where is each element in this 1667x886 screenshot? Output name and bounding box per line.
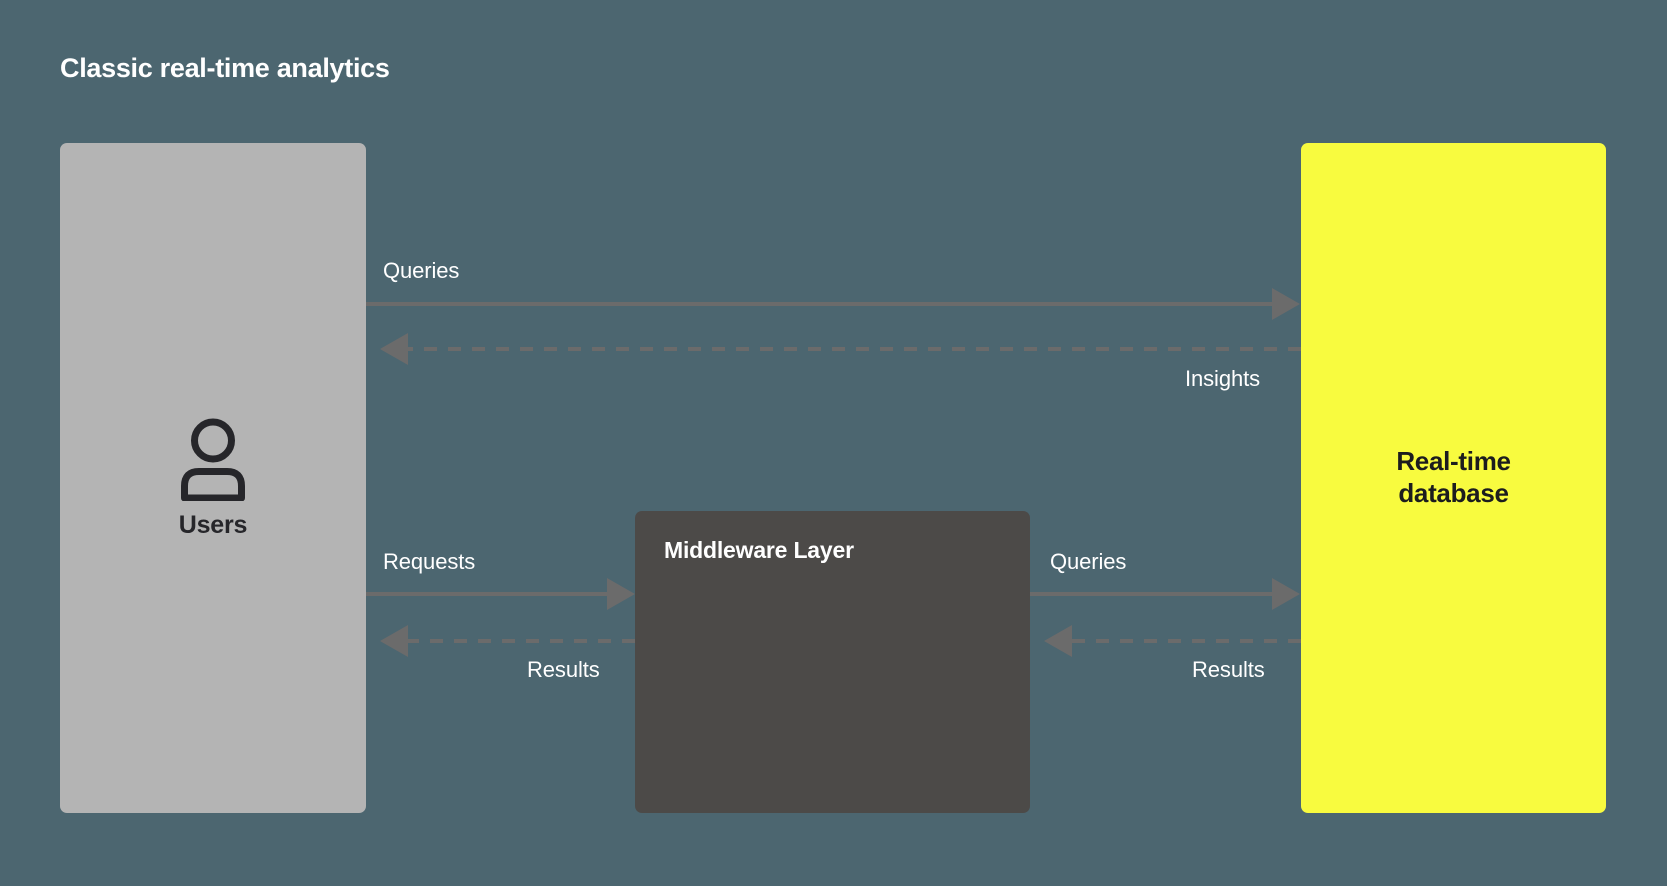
node-database-label-line2: database xyxy=(1398,478,1509,508)
node-users[interactable]: Users xyxy=(60,143,366,813)
edge-middleware-to-db-queries xyxy=(1030,578,1300,610)
edge-label-insights: Insights xyxy=(1185,366,1261,391)
edge-users-to-db-queries xyxy=(366,288,1300,320)
edge-middleware-to-users-results xyxy=(380,625,635,657)
edge-users-to-middleware-requests xyxy=(366,578,635,610)
page-title: Classic real-time analytics xyxy=(60,53,390,83)
edge-db-to-middleware-results xyxy=(1044,625,1301,657)
edge-label-queries-middleware-db: Queries xyxy=(1050,549,1127,574)
node-middleware-label: Middleware Layer xyxy=(664,537,854,563)
edge-label-requests: Requests xyxy=(383,549,476,574)
edge-label-queries-users-db: Queries xyxy=(383,258,460,283)
edge-label-results-db-middleware: Results xyxy=(1192,657,1265,682)
node-users-label: Users xyxy=(178,510,248,539)
node-database-content: Real-time database xyxy=(1301,143,1606,813)
user-icon xyxy=(181,418,245,501)
node-database[interactable]: Real-time database xyxy=(1301,143,1606,813)
edge-db-to-users-insights xyxy=(380,333,1301,365)
node-middleware[interactable]: Middleware Layer xyxy=(635,511,1030,813)
node-database-label-line1: Real-time xyxy=(1396,446,1511,477)
node-users-content: Users xyxy=(60,143,366,813)
edge-label-results-middleware-users: Results xyxy=(527,657,600,682)
